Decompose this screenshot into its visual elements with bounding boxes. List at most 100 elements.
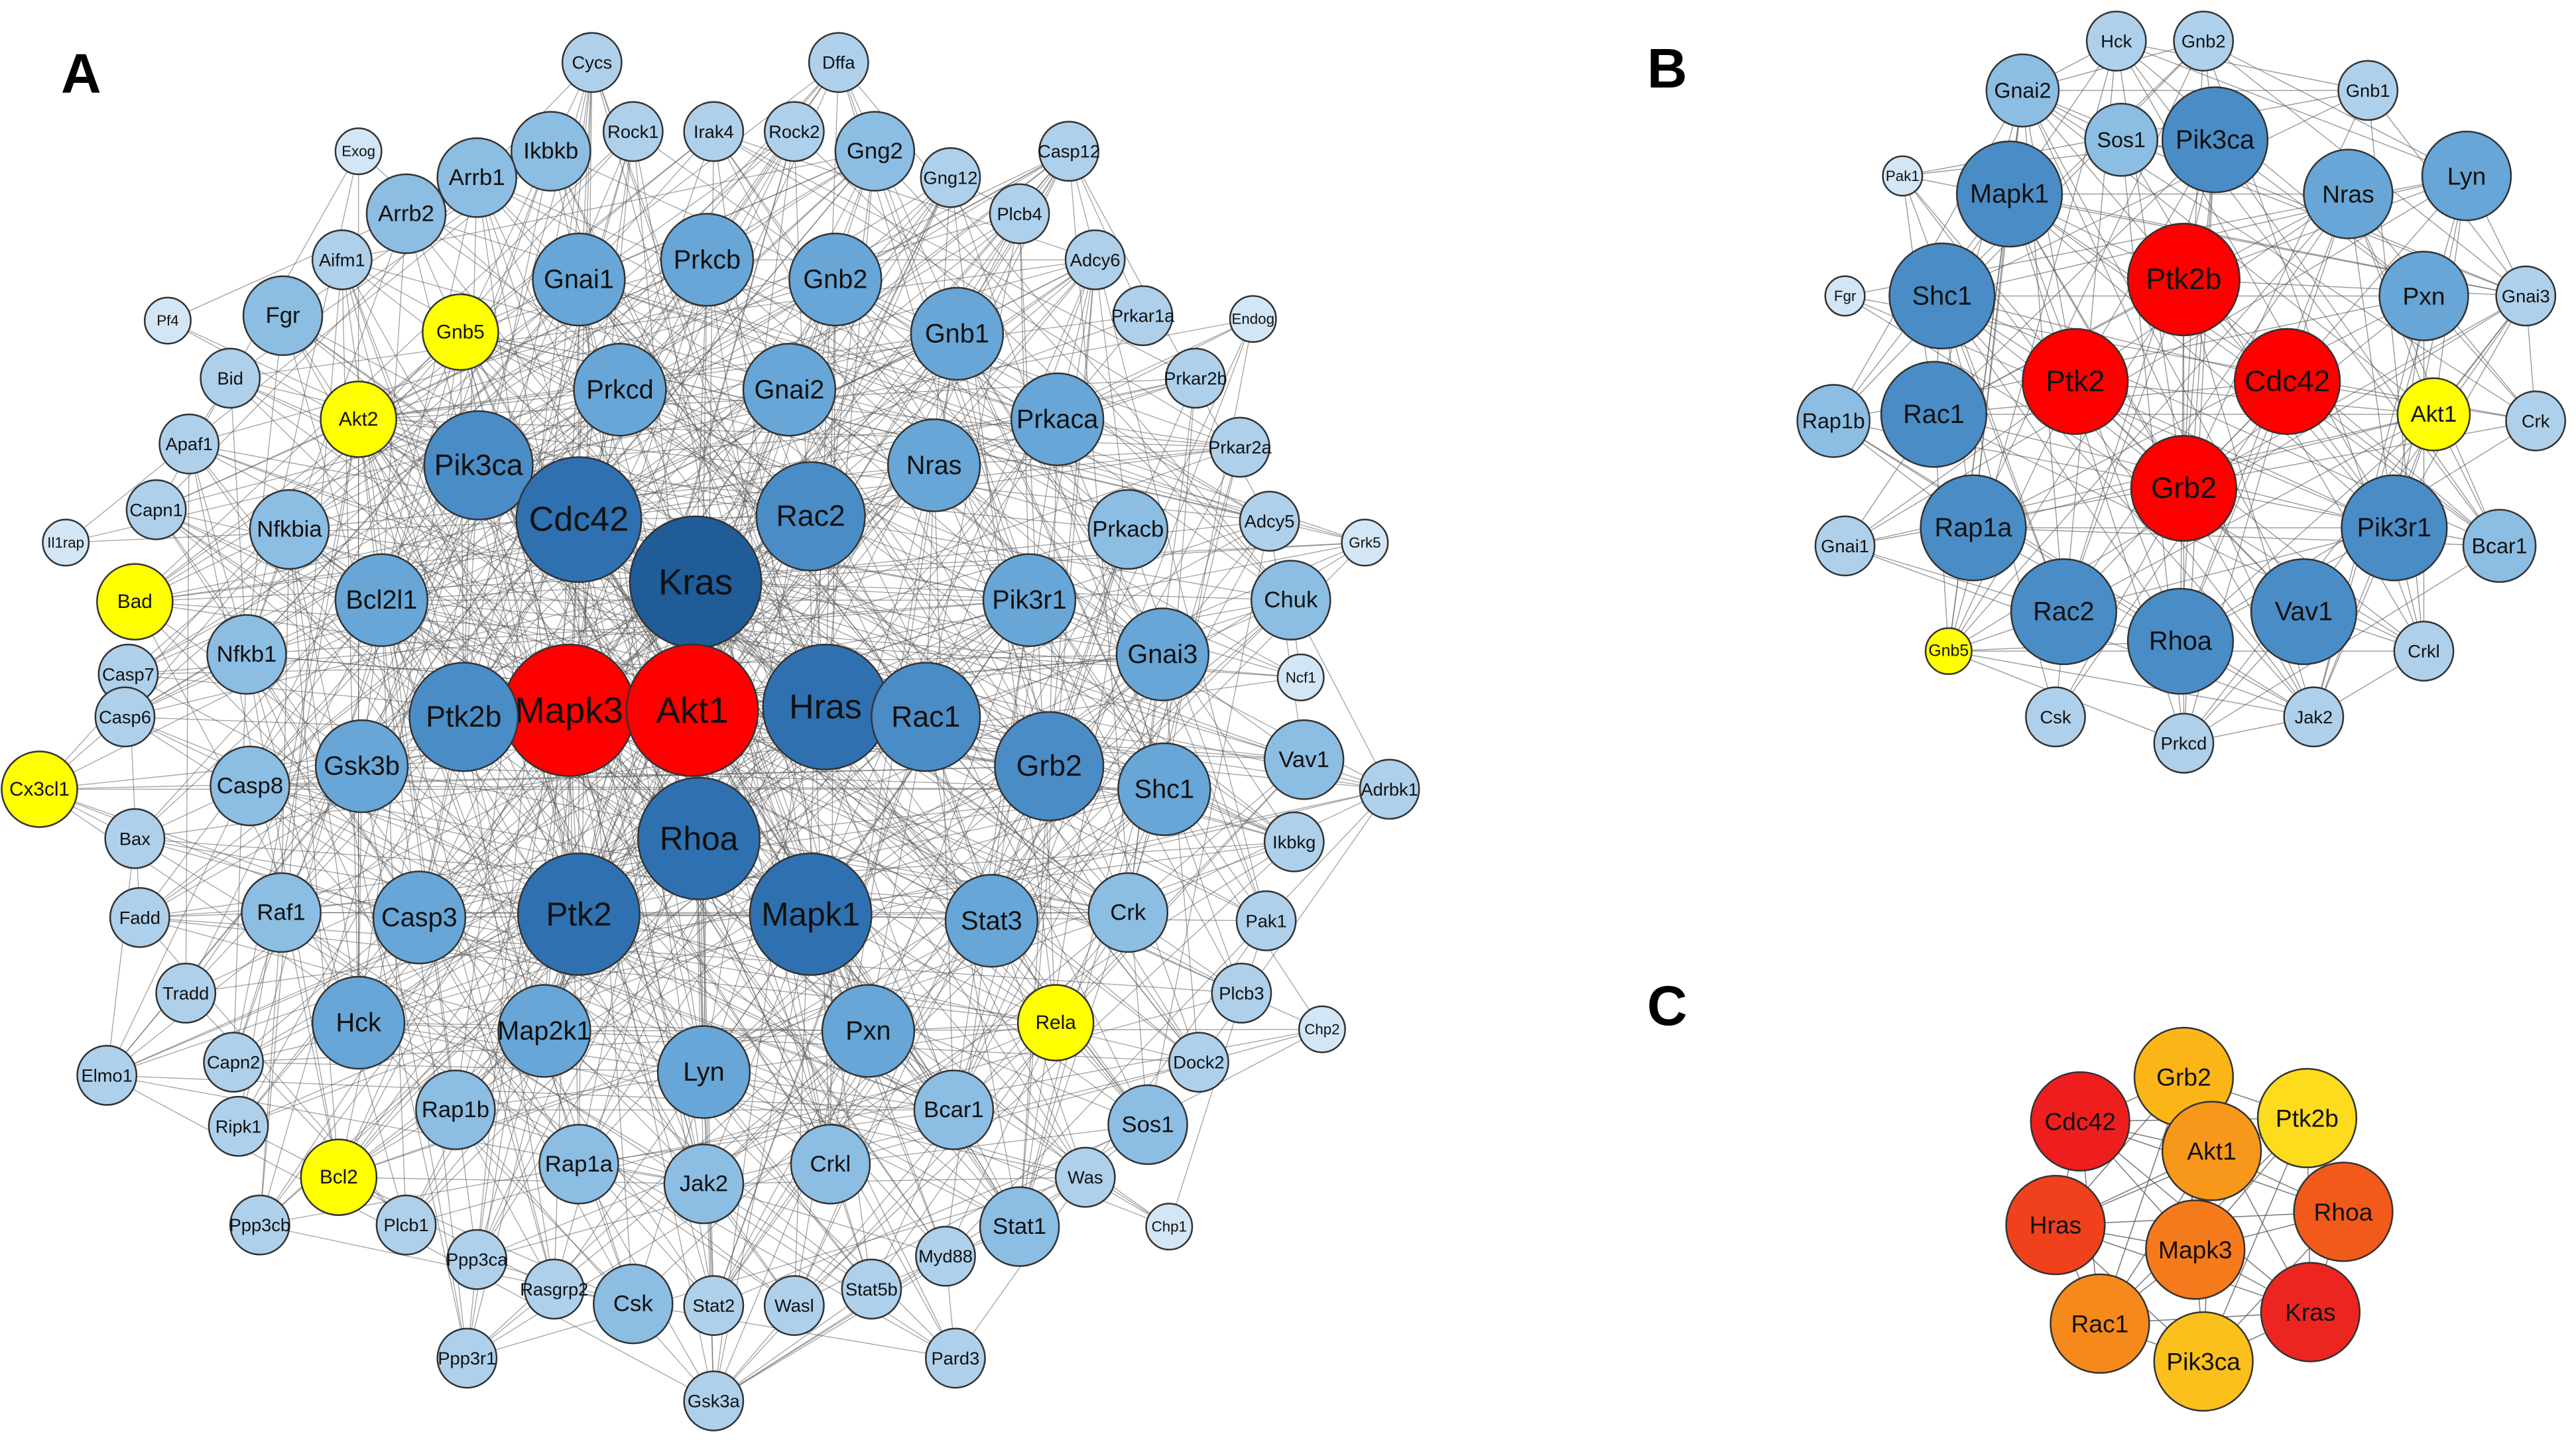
- network-edge: [419, 706, 826, 918]
- node-circle: [871, 662, 981, 772]
- node-circle: [2126, 223, 2241, 337]
- node-circle: [523, 1258, 585, 1320]
- node-label: Gnai1: [1821, 536, 1869, 556]
- network-edge: [713, 1256, 946, 1402]
- node-label: Mapk3: [515, 690, 623, 731]
- network-edge: [925, 716, 1199, 1063]
- node-circle: [1276, 653, 1325, 701]
- node-wasl: Wasl: [763, 1275, 825, 1337]
- network-edge: [578, 279, 812, 517]
- node-prkcd: Prkcd: [573, 343, 667, 437]
- node-label: Grb2: [2156, 1063, 2211, 1091]
- node-circle: [2145, 1199, 2246, 1300]
- node-grb2: Grb2: [2130, 434, 2238, 542]
- node-csk: Csk: [2025, 686, 2086, 748]
- node-ripk1: Ripk1: [208, 1095, 269, 1157]
- node-jak2: Jak2: [663, 1143, 745, 1225]
- node-label: Rap1a: [545, 1152, 613, 1177]
- node-circle: [683, 1370, 745, 1431]
- network-edge: [692, 709, 1056, 1024]
- node-label: Grb2: [2151, 472, 2217, 505]
- node-circle: [42, 518, 90, 567]
- network-edge: [568, 259, 708, 711]
- node-circle: [2283, 686, 2345, 748]
- node-circle: [423, 410, 534, 520]
- node-label: Gnb5: [1928, 642, 1969, 660]
- node-cycs: Cycs: [561, 32, 623, 93]
- network-edge: [460, 131, 714, 333]
- network-edge: [188, 444, 872, 1290]
- network-edge: [381, 213, 1020, 601]
- node-circle: [910, 286, 1005, 381]
- node-label: Casp6: [99, 707, 151, 727]
- node-label: Stat2: [692, 1296, 735, 1316]
- node-label: Crkl: [810, 1152, 851, 1177]
- node-label: Prkcd: [2161, 733, 2207, 753]
- network-edge: [934, 446, 1240, 466]
- node-gsk3a: Gsk3a: [683, 1370, 745, 1431]
- node-label: Ptk2b: [426, 701, 501, 733]
- node-label: Cdc42: [529, 501, 629, 539]
- network-edge: [619, 389, 1240, 448]
- node-prkacb: Prkacb: [1087, 489, 1169, 570]
- network-edge: [249, 151, 1070, 786]
- node-label: Csk: [613, 1292, 653, 1317]
- node-gnb5: Gnb5: [1924, 627, 1973, 676]
- network-edge: [794, 841, 1295, 1306]
- network-edge: [956, 333, 1165, 790]
- node-dock2: Dock2: [1168, 1032, 1229, 1093]
- node-stat1: Stat1: [979, 1186, 1060, 1267]
- network-edge: [106, 716, 926, 1076]
- network-edge: [704, 1177, 1085, 1185]
- network-edge: [381, 542, 1365, 601]
- node-label: Nfkb1: [217, 642, 277, 667]
- node-label: Pik3ca: [2166, 1347, 2240, 1375]
- network-edge: [695, 581, 1163, 655]
- node-label: Il1rap: [47, 534, 84, 551]
- node-circle: [1, 751, 78, 828]
- node-label: Adrbk1: [1361, 779, 1418, 800]
- network-edge: [1018, 654, 1163, 1227]
- node-circle: [203, 1032, 265, 1093]
- node-circle: [920, 147, 981, 208]
- node-label: Gng12: [924, 167, 978, 188]
- node-label: Cdc42: [2044, 1107, 2116, 1135]
- network-edge: [185, 599, 1030, 994]
- node-circle: [200, 347, 261, 409]
- network-edge: [1933, 139, 2216, 415]
- node-circle: [415, 1069, 496, 1150]
- node-circle: [2341, 474, 2448, 581]
- node-label: Prkcb: [674, 245, 741, 274]
- node-pxn: Pxn: [2378, 251, 2469, 341]
- node-jak2: Jak2: [2283, 686, 2345, 748]
- node-label: Rap1b: [1802, 409, 1865, 433]
- network-edge: [544, 1028, 1322, 1032]
- node-label: Pik3r1: [2357, 513, 2431, 542]
- node-label: Irak4: [694, 121, 734, 142]
- node-aifm1: Aifm1: [311, 229, 373, 290]
- node-circle: [1880, 361, 1988, 468]
- node-pik3r1: Pik3r1: [2341, 474, 2448, 581]
- node-circle: [300, 1138, 378, 1216]
- node-label: Prkar2b: [1164, 368, 1227, 389]
- node-label: Arrb1: [449, 165, 505, 190]
- node-label: Adcy5: [1245, 511, 1295, 532]
- node-circle: [1168, 1032, 1229, 1093]
- node-circle: [446, 1229, 508, 1290]
- node-fgr: Fgr: [242, 275, 324, 356]
- node-circle: [763, 101, 825, 162]
- node-plcb4: Plcb4: [989, 183, 1050, 245]
- node-cdc42: Cdc42: [2234, 328, 2341, 435]
- node-circle: [2030, 1071, 2130, 1172]
- network-edge: [871, 654, 1163, 1290]
- node-label: Kras: [658, 562, 733, 602]
- node-label: Rela: [1036, 1012, 1077, 1034]
- network-edge: [578, 278, 1058, 420]
- node-chuk: Chuk: [1251, 560, 1331, 640]
- network-edge: [1057, 419, 1165, 790]
- network-edge: [233, 654, 247, 1063]
- node-label: Dock2: [1173, 1052, 1224, 1073]
- node-label: Akt2: [339, 408, 379, 430]
- network-edge: [156, 389, 621, 511]
